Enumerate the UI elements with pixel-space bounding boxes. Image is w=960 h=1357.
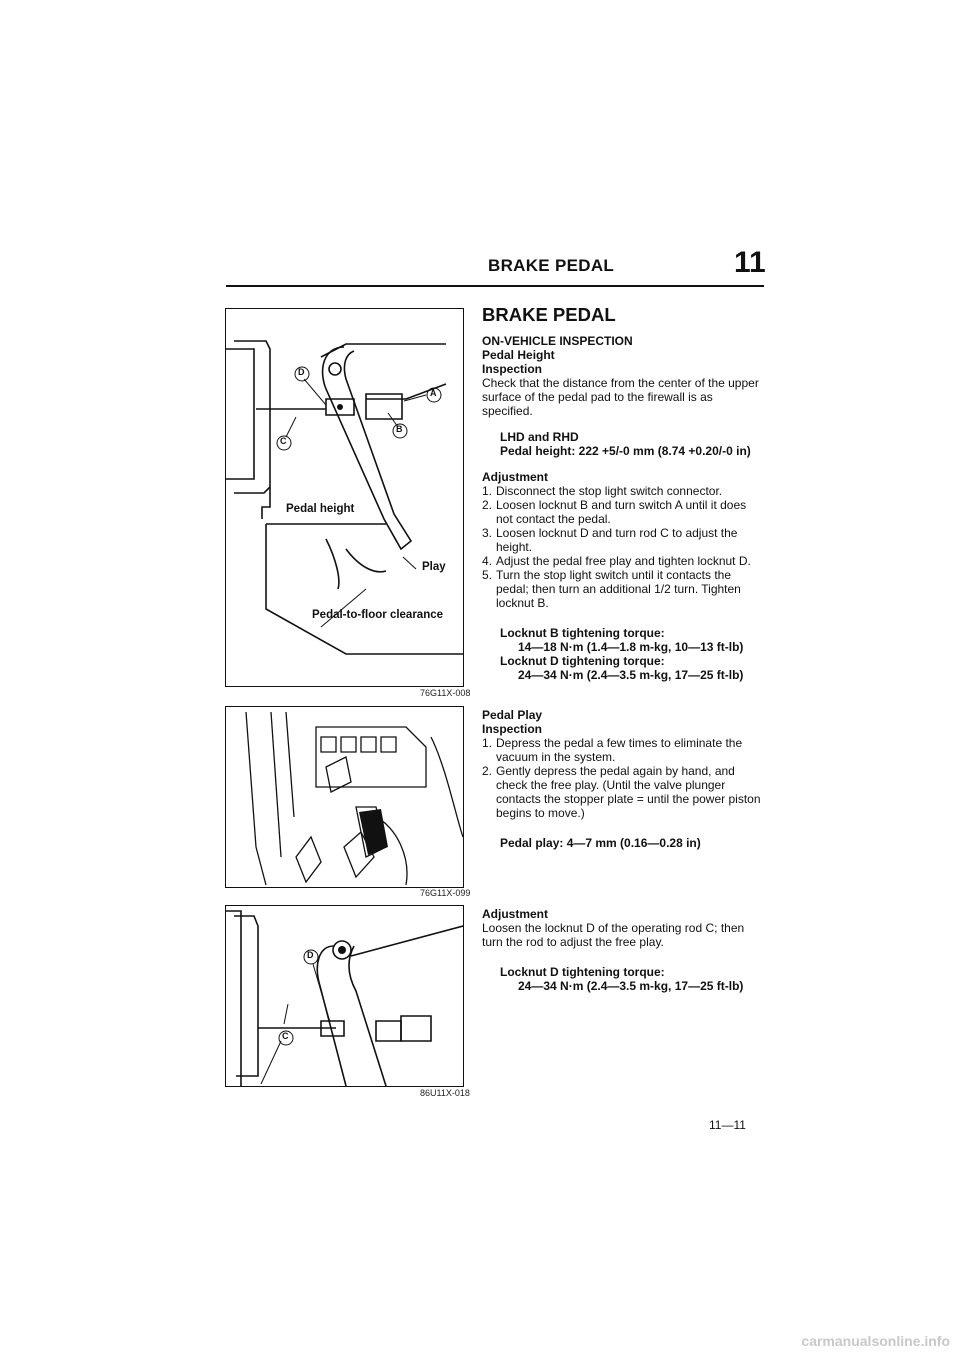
page-title: BRAKE PEDAL (482, 304, 616, 325)
spec-pedal-height: Pedal height: 222 +5/-0 mm (8.74 +0.20/-… (500, 444, 751, 458)
header-rule (226, 285, 764, 287)
chapter-number: 11 (734, 246, 766, 279)
subheading-pedal-height: Pedal Height (482, 348, 555, 362)
subheading-adjustment: Adjustment (482, 470, 548, 484)
torque-b-value: 14—18 N·m (1.4—1.8 m-kg, 10—13 ft-lb) (518, 640, 744, 654)
torque-d-label: Locknut D tightening torque: (500, 654, 665, 668)
subheading-play-inspection: Inspection (482, 722, 543, 736)
list-item: 2.Gently depress the pedal again by hand… (482, 764, 761, 820)
label-c: C (280, 436, 287, 446)
label-b: B (396, 424, 403, 434)
subheading-inspection: Inspection (482, 362, 543, 376)
list-item: 4.Adjust the pedal free play and tighten… (482, 554, 751, 568)
list-item: 1.Depress the pedal a few times to elimi… (482, 736, 743, 764)
torque-d2-value: 24—34 N·m (2.4—3.5 m-kg, 17—25 ft-lb) (518, 979, 744, 993)
list-item: 3.Loosen locknut D and turn rod C to adj… (482, 526, 738, 554)
figure-pedal-play (225, 706, 464, 888)
subheading-pedal-play: Pedal Play (482, 708, 543, 722)
pedal-height-illustration (226, 340, 463, 655)
text-pedal-play: Pedal Play Inspection 1.Depress the peda… (482, 708, 764, 850)
text-adjustment: Adjustment Loosen the locknut D of the o… (482, 907, 764, 993)
label-floor-clearance: Pedal-to-floor clearance (312, 609, 444, 621)
torque-d2-label: Locknut D tightening torque: (500, 965, 665, 979)
label-pedal-height: Pedal height (286, 503, 355, 515)
figure-code: 76G11X-008 (420, 688, 471, 698)
figure-code: 76G11X-099 (420, 888, 471, 898)
label-d: D (298, 367, 305, 377)
torque-d-value: 24—34 N·m (2.4—3.5 m-kg, 17—25 ft-lb) (518, 668, 744, 682)
text-pedal-height: BRAKE PEDAL ON-VEHICLE INSPECTION Pedal … (482, 304, 764, 682)
label-play: Play (422, 561, 446, 573)
adjustment-steps: 1.Disconnect the stop light switch conne… (482, 484, 764, 610)
adjustment-text: Loosen the locknut D of the operating ro… (482, 921, 745, 949)
list-item: 2.Loosen locknut B and turn switch A unt… (482, 498, 747, 526)
subheading-adjustment-2: Adjustment (482, 907, 548, 921)
adjustment-illustration (226, 910, 463, 1086)
list-item: 1.Disconnect the stop light switch conne… (482, 484, 723, 498)
figure-adjustment: D C (225, 905, 464, 1087)
figure-code: 86U11X-018 (420, 1088, 470, 1098)
label-c: C (282, 1031, 289, 1041)
play-steps: 1.Depress the pedal a few times to elimi… (482, 736, 764, 820)
pedal-play-illustration (245, 711, 463, 886)
spec-lhd: LHD and RHD (500, 430, 579, 444)
inspection-text: Check that the distance from the center … (482, 376, 759, 418)
figure-pedal-height: D C B A Pedal height Play Pedal-to-floor… (225, 308, 464, 687)
section-heading: ON-VEHICLE INSPECTION (482, 334, 633, 348)
label-d: D (307, 950, 314, 960)
page-number: 11—11 (709, 1118, 746, 1132)
watermark: carmanualsonline.info (801, 1333, 950, 1349)
chapter-title: BRAKE PEDAL (488, 256, 615, 275)
spec-pedal-play: Pedal play: 4—7 mm (0.16—0.28 in) (500, 836, 701, 850)
list-item: 5.Turn the stop light switch until it co… (482, 568, 741, 610)
torque-b-label: Locknut B tightening torque: (500, 626, 665, 640)
label-a: A (430, 388, 437, 398)
